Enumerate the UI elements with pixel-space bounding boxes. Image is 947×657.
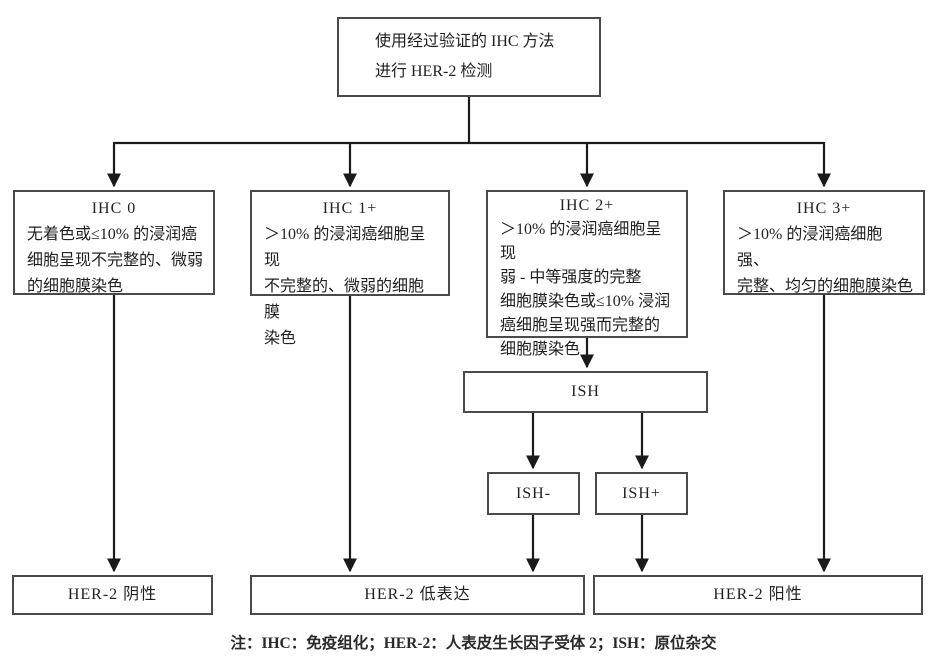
- ihc0-body: 无着色或≤10% 的浸润癌 细胞呈现不完整的、微弱 的细胞膜染色: [27, 226, 204, 295]
- ish-node-label: ISH: [571, 383, 600, 400]
- ihc1-title: IHC 1+: [322, 200, 378, 217]
- ihc3-body: ＞10% 的浸润癌细胞强、 完整、均匀的细胞膜染色: [737, 226, 914, 295]
- ish-negative-label: ISH-: [515, 484, 552, 502]
- outcome-positive-label: HER-2 阳性: [713, 586, 803, 603]
- ish-negative-node: ISH-: [487, 472, 580, 515]
- ihc2-body: ＞10% 的浸润癌细胞呈现 弱 - 中等强度的完整 细胞膜染色或≤10% 浸润 …: [500, 221, 671, 358]
- ihc3-title: IHC 3+: [796, 200, 852, 217]
- ihc3-node: IHC 3+ ＞10% 的浸润癌细胞强、 完整、均匀的细胞膜染色: [723, 190, 925, 295]
- ihc0-node: IHC 0 无着色或≤10% 的浸润癌 细胞呈现不完整的、微弱 的细胞膜染色: [13, 190, 215, 295]
- outcome-negative-label: HER-2 阴性: [67, 586, 158, 603]
- outcome-low-label: HER-2 低表达: [364, 586, 471, 603]
- ish-positive-label: ISH+: [622, 484, 661, 502]
- ihc1-node: IHC 1+ ＞10% 的浸润癌细胞呈现 不完整的、微弱的细胞膜 染色: [250, 190, 450, 347]
- root-node: 使用经过验证的 IHC 方法 进行 HER-2 检测: [337, 17, 601, 97]
- root-node-label: 使用经过验证的 IHC 方法 进行 HER-2 检测: [375, 33, 555, 80]
- outcome-negative-node: HER-2 阴性: [12, 575, 213, 615]
- footnote: 注：IHC：免疫组化；HER-2：人表皮生长因子受体 2；ISH：原位杂交: [230, 635, 717, 652]
- ish-node: ISH: [463, 371, 708, 413]
- ish-positive-node: ISH+: [595, 472, 688, 515]
- ihc0-title: IHC 0: [91, 200, 137, 217]
- outcome-positive-node: HER-2 阳性: [593, 575, 923, 615]
- ihc2-node: IHC 2+ ＞10% 的浸润癌细胞呈现 弱 - 中等强度的完整 细胞膜染色或≤…: [486, 190, 688, 358]
- ihc1-body: ＞10% 的浸润癌细胞呈现 不完整的、微弱的细胞膜 染色: [264, 226, 426, 347]
- ihc2-title: IHC 2+: [559, 197, 615, 214]
- outcome-low-node: HER-2 低表达: [250, 575, 585, 615]
